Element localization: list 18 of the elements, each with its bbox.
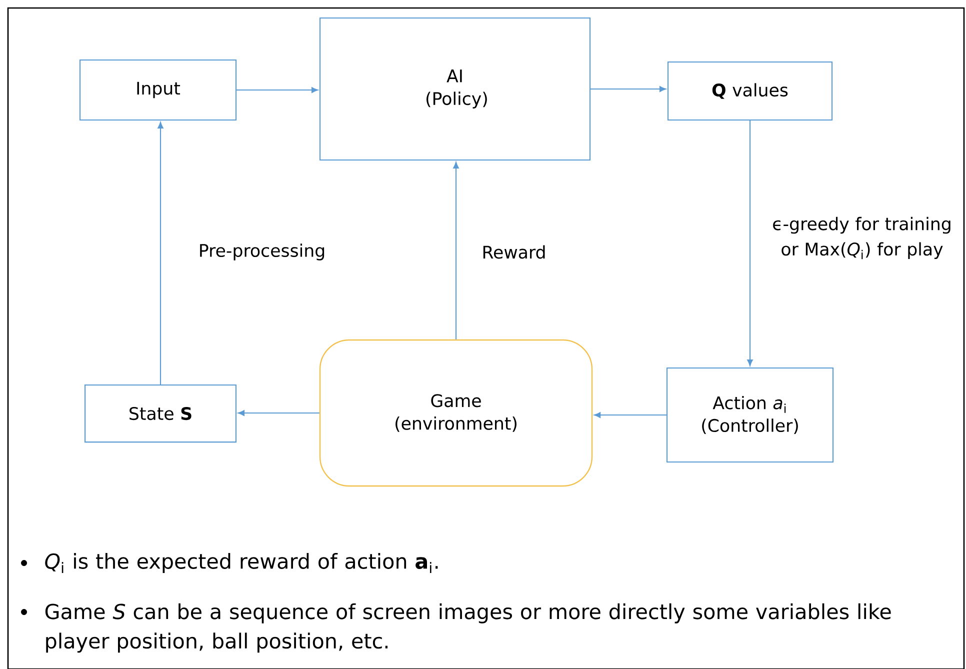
arrow	[594, 412, 666, 418]
arrow	[236, 87, 318, 93]
edge-label: Pre-processing	[200, 244, 324, 260]
process-box: AI (Policy)	[319, 17, 591, 161]
process-box: State S	[84, 384, 236, 443]
note-text: Q$_{i}$ is the expected reward of action a$_{i}$.	[45, 552, 438, 574]
rounded-box: Game (environment)	[319, 339, 593, 487]
process-box: Action a$_{i}$ (Controller)	[666, 367, 834, 463]
process-box: Input	[79, 59, 237, 121]
arrow	[238, 410, 320, 416]
note-text: Game S can be a sequence of screen images or more directly some variables like player position, ball position, etc.	[45, 603, 891, 653]
edge-label: ϵ-greedy for training or Max(Q$_{i}$) for play	[773, 216, 950, 260]
arrow	[158, 122, 164, 384]
arrow	[453, 162, 459, 340]
arrow	[747, 120, 753, 366]
process-box: Q values	[667, 61, 833, 121]
arrow	[590, 86, 666, 92]
edge-label: Reward	[483, 245, 545, 259]
